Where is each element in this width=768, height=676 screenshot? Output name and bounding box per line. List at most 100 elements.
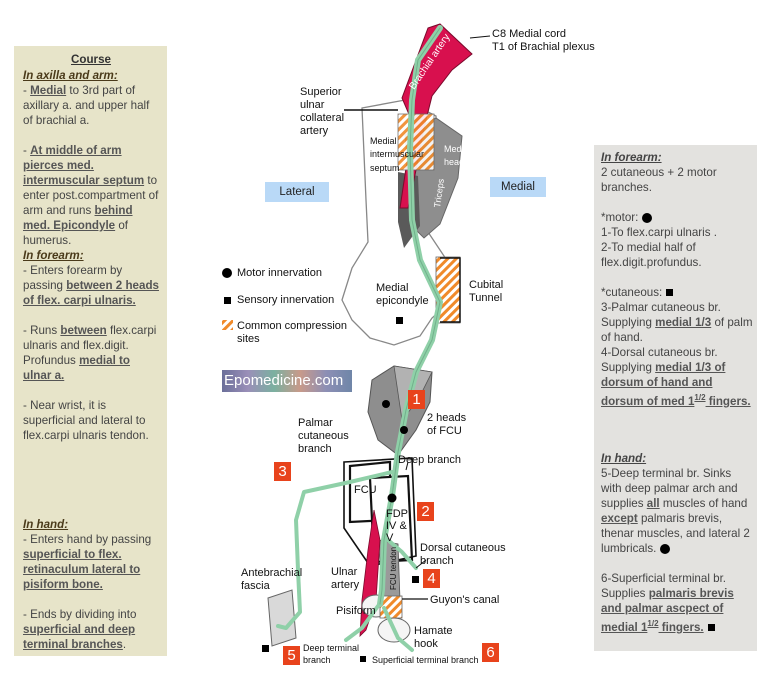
cubital-label-1: Cubital <box>469 279 504 291</box>
palmar-cutaneous-branch <box>276 470 394 630</box>
motor-branch-1: 1-To flex.carpi ulnaris . <box>601 226 717 239</box>
motor-label: *motor: <box>601 210 753 225</box>
legend-sensory-square <box>224 297 231 304</box>
legend-motor-dot <box>222 268 232 278</box>
motor-dot-fcu-2 <box>400 426 408 434</box>
deep-branch-pointer <box>405 461 409 471</box>
watermark-logo: Epomedicine.com <box>222 370 352 392</box>
sensory-square-superficial <box>360 656 366 662</box>
lateral-tag: Lateral <box>265 182 329 202</box>
branches-intro: 2 cutaneous + 2 motor branches. <box>601 166 717 194</box>
antebrachial-fascia <box>267 589 297 647</box>
axilla-text-2: - At middle of arm pierces med. intermus… <box>23 144 159 247</box>
cubital-bracket <box>440 257 461 323</box>
forearm-text-2: - Runs between flex.carpi ulnaris and fl… <box>23 324 157 382</box>
guyon-label: Guyon's canal <box>430 594 500 606</box>
antebrachial-label-2: fascia <box>241 580 270 592</box>
palmar-cut-label-1: Palmar <box>298 417 333 429</box>
deep-branch-label: Deep branch <box>398 454 461 466</box>
deep-terminal-label-1: Deep terminal <box>303 643 360 653</box>
legend-compression-swatch <box>222 320 233 330</box>
dorsal-pointer <box>415 559 427 569</box>
deep-terminal-branch <box>344 604 380 642</box>
badge-1: 1 <box>408 390 425 409</box>
sup-ulnar-label-4: artery <box>300 125 329 137</box>
motor-dot-fdp <box>387 493 397 503</box>
medial-head-label-1: Medial <box>444 144 471 154</box>
cubital-label-2: Tunnel <box>469 292 503 304</box>
sup-ulnar-label-2: ulnar <box>300 99 325 111</box>
badge-3: 3 <box>274 462 291 481</box>
fcu-label: FCU <box>354 484 377 496</box>
fdp-label-2: IV & <box>386 520 407 532</box>
legend-sensory: Sensory innervation <box>237 294 335 306</box>
ulnar-artery-label-1: Ulnar <box>331 566 358 578</box>
fcu-tendon-label: FCU tendon <box>389 547 398 590</box>
course-panel: Course In axilla and arm: - Medial to 3r… <box>14 46 167 656</box>
branches-panel: In forearm: 2 cutaneous + 2 motor branch… <box>594 145 757 651</box>
badge-6: 6 <box>482 643 499 662</box>
dorsal-cutaneous-branch <box>386 538 418 570</box>
palmar-cut-label-2: cutaneous <box>298 430 349 442</box>
legend-compression-2: sites <box>237 333 260 345</box>
med-intermusc-label-1: Medial <box>370 136 397 146</box>
sensory-square-icon <box>707 624 715 632</box>
badge-2: 2 <box>417 502 434 521</box>
sup-ulnar-label-1: Superior <box>300 86 342 98</box>
hand-heading-right: In hand: <box>601 451 647 465</box>
triceps-label: Triceps <box>432 178 446 209</box>
hamate-label-1: Hamate <box>414 625 453 637</box>
dorsal-cut-label-1: Dorsal cutaneous <box>420 542 506 554</box>
fdp-label-1: FDP <box>386 508 408 520</box>
sensory-square-icon <box>666 289 674 297</box>
sensory-square-fascia <box>262 645 269 652</box>
motor-dot-icon <box>642 212 653 223</box>
medial-septum-compression <box>397 113 435 171</box>
forearm-text-1: - Enters forearm by passing between 2 he… <box>23 264 159 307</box>
medial-epicondyle-label-2: epicondyle <box>376 295 429 307</box>
hamate-label-2: hook <box>414 638 438 650</box>
course-title: Course <box>71 53 111 66</box>
axilla-heading: In axilla and arm: <box>23 69 118 82</box>
legend-motor: Motor innervation <box>237 267 322 279</box>
motor-dot-icon <box>660 543 671 554</box>
superficial-terminal-label: Superficial terminal branch <box>372 655 479 665</box>
medial-tag: Medial <box>490 177 546 197</box>
cutaneous-branch-4: 4-Dorsal cutaneous br. Supplying medial … <box>601 346 751 408</box>
fdp-label-3: V <box>386 532 394 544</box>
deep-terminal-label-2: branch <box>303 655 331 665</box>
superficial-terminal-branch <box>382 606 414 652</box>
terminal-branch-6: 6-Superficial terminal br. Supplies palm… <box>601 571 734 634</box>
dorsal-cut-label-2: branch <box>420 555 454 567</box>
hand-text-2: - Ends by dividing into superficial and … <box>23 608 137 651</box>
med-intermusc-label-3: septum <box>370 163 400 173</box>
sup-ulnar-label-3: collateral <box>300 112 345 124</box>
t1-label: T1 of Brachial plexus <box>492 41 595 53</box>
antebrachial-label-1: Antebrachial <box>241 567 303 579</box>
two-heads-label-2: of FCU <box>427 425 462 437</box>
ulnar-artery-label-2: artery <box>331 579 360 591</box>
medial-head-label-2: head <box>444 157 465 167</box>
hand-heading-left: In hand: <box>23 518 69 531</box>
motor-branch-2: 2-To medial half of flex.digit.profundus… <box>601 241 702 269</box>
medial-epicondyle-label-1: Medial <box>376 282 409 294</box>
forearm-heading-left: In forearm: <box>23 249 84 262</box>
hand-text-1: - Enters hand by passing superficial to … <box>23 533 152 591</box>
legend-compression-1: Common compression <box>237 320 348 332</box>
forearm-heading-right: In forearm: <box>601 151 662 164</box>
pisiform-label: Pisiform <box>336 605 376 617</box>
sensory-square-dorsal <box>412 576 419 583</box>
badge-5: 5 <box>283 646 300 665</box>
c8-label: C8 Medial cord <box>492 28 566 40</box>
badge-4: 4 <box>423 569 440 588</box>
sensory-square-epicondyle <box>396 317 403 324</box>
cutaneous-branch-3: 3-Palmar cutaneous br. Supplying medial … <box>601 301 753 344</box>
med-intermusc-label-2: intermuscular <box>370 149 425 159</box>
forearm-text-3: - Near wrist, it is superficial and late… <box>23 399 149 442</box>
terminal-branch-5: 5-Deep terminal br. Sinks with deep palm… <box>601 466 750 555</box>
cutaneous-label: *cutaneous: <box>601 285 753 300</box>
cord-pointer <box>469 35 491 39</box>
palmar-cut-label-3: branch <box>298 443 332 455</box>
axilla-text-1: - Medial to 3rd part of axillary a. and … <box>23 84 150 127</box>
